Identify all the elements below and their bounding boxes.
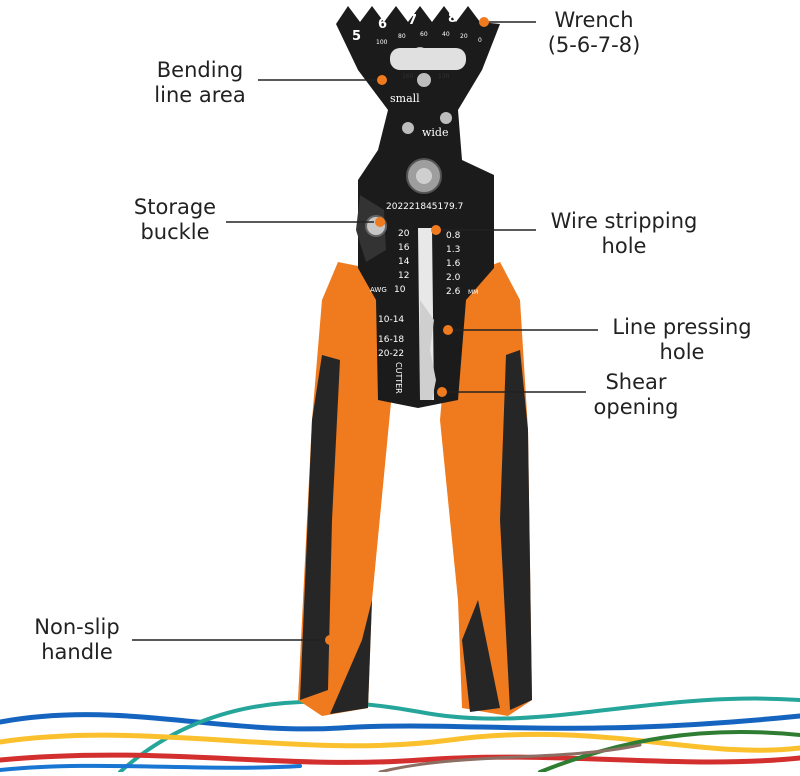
mm-unit: MM [468,289,478,296]
lower-scale-130: 130 [438,73,450,80]
lower-scale-160: 160 [402,73,414,80]
colored-wires [0,696,800,774]
callout-markers [325,17,489,645]
awg-label: AWG [370,286,387,294]
wire-teal [118,696,800,774]
label-pressing: Line pressing hole [612,315,752,364]
arc-scale-20: 20 [460,33,468,40]
wrench-size-6: 6 [378,17,387,32]
marker-nonslip [325,635,335,645]
arc-scale-40: 40 [442,31,450,38]
arc-scale-60: 60 [420,31,428,38]
wire-yellow [0,731,800,753]
label-bending: Bending line area [154,58,246,107]
marker-wrench [479,17,489,27]
wire-green [538,729,800,774]
wire-blue-2 [0,763,302,772]
awg-20: 20 [398,229,410,239]
wire-blue [0,712,800,732]
mm-2-0: 2.0 [446,273,461,283]
crimp-20-22: 20-22 [378,349,404,359]
arc-scale-80: 80 [398,33,406,40]
marker-pressing [443,325,453,335]
wide-marking: wide [422,126,449,139]
arc-scale-0: 0 [478,37,482,44]
wrench-size-8: 8 [448,11,457,26]
mm-0-8: 0.8 [446,231,461,241]
mm-1-3: 1.3 [446,245,460,255]
label-nonslip: Non-slip handle [34,615,120,664]
awg-10: 10 [394,285,406,295]
crimp-16-18: 16-18 [378,335,404,345]
mm-1-6: 1.6 [446,259,461,269]
tool-head [336,6,500,408]
wrench-size-5: 5 [352,29,361,44]
awg-16: 16 [398,243,410,253]
label-shear: Shear opening [593,370,679,419]
wrench-size-7: 7 [408,13,417,28]
marker-storage [375,217,385,227]
left-handle [298,262,392,716]
crimp-10-14: 10-14 [378,315,404,325]
awg-12: 12 [398,271,409,281]
right-handle [440,262,532,716]
wire-brown [378,743,642,774]
callout-leaders [132,21,598,641]
rivet [440,112,452,124]
label-storage: Storage buckle [133,195,217,244]
small-marking: small [390,92,420,105]
cutter-marking: CUTTER [394,362,403,394]
awg-14: 14 [398,257,410,267]
wire-red [0,752,800,765]
mm-2-6: 2.6 [446,287,461,297]
rivet [402,122,414,134]
tool-markings: 5 6 7 8 100 80 60 40 20 0 160 130 small … [352,11,482,394]
label-stripping: Wire stripping hole [550,209,698,258]
marker-bending [377,75,387,85]
label-wrench: Wrench (5-6-7-8) [547,8,641,57]
arc-scale-100: 100 [376,39,388,46]
serial-number: 202221845179.7 [386,202,463,212]
marker-shear [437,387,447,397]
rivet [417,73,431,87]
marker-stripping [431,225,441,235]
